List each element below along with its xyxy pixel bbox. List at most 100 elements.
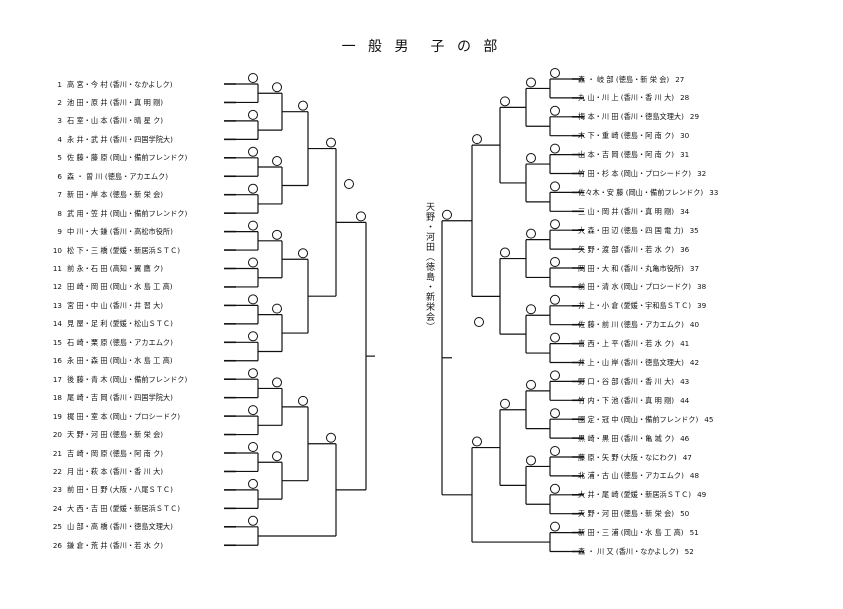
entry-text: 井 上・山 岸 (香川・徳島文理大) <box>578 358 684 367</box>
entry-text: 國 定・冠 中 (岡山・備前フレンドク) <box>578 414 699 424</box>
entry-row: 梅 本・川 田 (香川・徳島文理大)29 <box>578 112 704 121</box>
winner-mark <box>248 183 258 194</box>
winner-mark <box>248 257 258 268</box>
entry-text: 後 藤・青 木 (岡山・備前フレンドク) <box>67 374 188 384</box>
winner-mark <box>442 209 452 220</box>
entry-number: 13 <box>52 300 62 310</box>
entry-number: 3 <box>57 116 62 126</box>
entry-text: 梶 田・室 本 (岡山・プロシードク) <box>67 411 181 421</box>
entry-number: 51 <box>689 528 699 538</box>
winner-mark <box>526 379 536 390</box>
entry-row: 天 野・河 田 (徳島・新 栄 会)50 <box>578 509 694 518</box>
winner-mark <box>526 228 536 239</box>
entry-number: 49 <box>697 490 707 500</box>
entry-number: 6 <box>57 171 62 181</box>
winner-mark <box>474 317 484 327</box>
entry-number: 18 <box>52 393 62 403</box>
entry-number: 42 <box>689 358 700 367</box>
entry-number: 16 <box>52 356 62 366</box>
entry-text: 永 田・森 田 (岡山・水 島 工 高) <box>67 356 173 366</box>
entry-row: 木 下・重 崎 (徳島・阿 南 ク)30 <box>578 131 694 140</box>
entry-number: 26 <box>52 540 62 550</box>
entry-text: 石 崎・栗 原 (徳島・アカエムク) <box>67 337 173 347</box>
winner-mark <box>248 368 258 379</box>
entry-text: 大 西・吉 田 (愛媛・新居浜ＳＴＣ) <box>67 503 181 513</box>
winner-mark <box>550 105 560 116</box>
entry-text: 吉 崎・岡 原 (徳島・阿 南 ク) <box>67 448 164 458</box>
winner-mark <box>326 137 336 148</box>
champion-note: 天野・河田（徳島・新栄会） <box>424 202 434 332</box>
entry-text: 竹 内・下 池 (香川・真 明 剛) <box>578 395 675 405</box>
entry-row: 17 後 藤・青 木 (岡山・備前フレンドク) <box>50 375 187 384</box>
winner-mark <box>356 211 366 222</box>
entry-number: 28 <box>680 93 690 103</box>
winner-mark <box>550 408 560 419</box>
winner-mark <box>248 109 258 120</box>
winner-mark <box>248 331 258 342</box>
entry-number: 48 <box>689 471 700 481</box>
entry-number: 17 <box>52 374 62 384</box>
winner-mark <box>550 143 560 154</box>
winner-mark <box>500 398 510 409</box>
winner-mark <box>550 219 560 230</box>
entry-text: 宮 田・中 山 (香川・井 習 大) <box>67 300 164 310</box>
entry-row: 1 高 宮・今 村 (香川・なかよしク) <box>50 79 173 89</box>
entry-text: 岡 田・大 和 (香川・丸亀市役所) <box>578 263 684 273</box>
winner-mark <box>472 134 482 145</box>
entry-row: 15 石 崎・栗 原 (徳島・アカエムク) <box>50 338 173 347</box>
entry-text: 森 ・ 曽 川 (徳島・アカエムク) <box>67 171 168 181</box>
winner-mark <box>550 257 560 267</box>
entry-text: 丸 山・川 上 (香川・香 川 大) <box>578 93 675 103</box>
winner-mark <box>550 446 560 456</box>
entry-row: 喜 西・上 平 (香川・若 水 ク)41 <box>578 339 694 348</box>
entry-text: 佐 藤・藤 原 (岡山・備前フレンドク) <box>67 153 188 163</box>
entry-number: 21 <box>52 448 62 458</box>
entry-number: 19 <box>52 411 62 421</box>
entry-number: 25 <box>52 522 62 532</box>
entry-text: 井 上・小 倉 (愛媛・宇和島ＳＴＣ) <box>578 301 692 311</box>
winner-mark <box>500 247 510 258</box>
entry-text: 森 ・ 川 又 (香川・なかよしク) <box>578 547 679 556</box>
entry-number: 20 <box>52 430 62 440</box>
winner-mark <box>248 294 258 305</box>
entry-number: 23 <box>52 485 62 495</box>
entry-row: 國 定・冠 中 (岡山・備前フレンドク) 45 <box>578 415 718 424</box>
entry-text: 月 出・萩 本 (香川・香 川 大) <box>67 466 164 476</box>
entry-number: 15 <box>52 337 62 347</box>
entry-text: 前 田・日 野 (大阪・八尾ＳＴＣ) <box>67 485 173 495</box>
entry-number: 30 <box>680 131 690 141</box>
entry-text: 前 田・清 水 (岡山・プロシードク) <box>578 282 692 292</box>
entry-text: 新 田・岸 本 (徳島・新 栄 会) <box>67 190 164 200</box>
winner-mark <box>248 146 258 157</box>
entry-number: 45 <box>704 414 714 424</box>
winner-mark <box>272 82 282 93</box>
entry-text: 喜 西・上 平 (香川・若 水 ク) <box>578 339 675 349</box>
entry-text: 武 用・笠 井 (岡山・備前フレンドク) <box>67 208 188 218</box>
winner-mark <box>550 68 560 78</box>
entry-row: 竹 田・杉 本 (岡山・プロシードク)32 <box>578 169 711 178</box>
entry-number: 1 <box>57 79 62 89</box>
winner-mark <box>526 153 536 164</box>
entry-number: 8 <box>57 208 62 218</box>
winner-mark <box>248 478 258 489</box>
winner-mark <box>298 248 308 259</box>
winner-mark <box>248 515 258 526</box>
entry-row: 佐 藤・前 川 (徳島・アカエムク)40 <box>578 320 704 329</box>
entry-row: 23 前 田・日 野 (大阪・八尾ＳＴＣ) <box>50 485 173 494</box>
winner-mark <box>550 181 560 192</box>
entry-number: 29 <box>689 112 700 122</box>
entry-number: 34 <box>680 206 690 216</box>
entry-text: 高 宮・今 村 (香川・なかよしク) <box>67 79 173 89</box>
winner-mark <box>272 451 282 462</box>
